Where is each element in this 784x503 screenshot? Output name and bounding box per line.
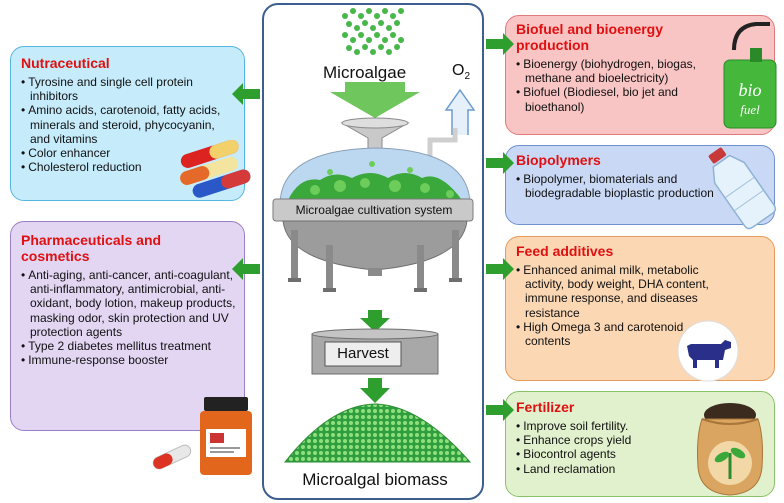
list-item: Biopolymer, biomaterials and biodegradab… bbox=[516, 172, 721, 200]
list-item: Biocontrol agents bbox=[516, 447, 768, 461]
list-item: Type 2 diabetes mellitus treatment bbox=[21, 339, 238, 353]
pill-capsules-icon bbox=[180, 140, 251, 198]
microalgae-label: Microalgae bbox=[323, 63, 407, 82]
fertilizer-title: Fertilizer bbox=[516, 399, 575, 415]
arrow-right-biofuel-icon bbox=[486, 33, 514, 55]
list-item: High Omega 3 and carotenoid contents bbox=[516, 320, 685, 348]
nutraceutical-title: Nutraceutical bbox=[21, 55, 110, 71]
cow-icon bbox=[677, 320, 739, 382]
list-item: Improve soil fertility. bbox=[516, 419, 768, 433]
biopolymers-title: Biopolymers bbox=[516, 152, 601, 168]
list-item: Cholesterol reduction bbox=[21, 160, 238, 174]
list-item: Enhance crops yield bbox=[516, 433, 768, 447]
arrow-right-fertilizer-icon bbox=[486, 399, 514, 421]
svg-text:bio: bio bbox=[738, 80, 761, 100]
harvest-label: Harvest bbox=[337, 345, 389, 362]
fertilizer-sack-icon bbox=[697, 403, 763, 496]
fuel-can-icon: bio fuel bbox=[723, 22, 777, 129]
list-item: Enhanced animal milk, metabolic activity… bbox=[516, 263, 731, 320]
o2-label: O2 bbox=[452, 62, 471, 83]
arrow-left-nutraceutical-icon bbox=[232, 83, 260, 105]
list-item: Bioenergy (biohydrogen, biogas, methane … bbox=[516, 57, 712, 85]
svg-text:fuel: fuel bbox=[740, 102, 760, 117]
arrow-right-feed-icon bbox=[486, 258, 514, 280]
list-item: Immune-response booster bbox=[21, 353, 238, 367]
arrow-right-biopolymers-icon bbox=[486, 152, 514, 174]
list-item: Land reclamation bbox=[516, 462, 768, 476]
medicine-bottle-icon bbox=[152, 397, 252, 475]
list-item: Color enhancer bbox=[21, 146, 238, 160]
list-item: Tyrosine and single cell protein inhibit… bbox=[21, 75, 238, 103]
list-item: Anti-aging, anti-cancer, anti-coagulant,… bbox=[21, 268, 238, 339]
cultivation-system-label: Microalgae cultivation system bbox=[295, 203, 453, 217]
water-bottle-icon bbox=[708, 147, 777, 230]
list-item: Biofuel (Biodiesel, bio jet and bioethan… bbox=[516, 85, 712, 113]
biomass-label: Microalgal biomass bbox=[302, 470, 448, 489]
arrow-left-pharma-icon bbox=[232, 258, 260, 280]
feed-additives-title: Feed additives bbox=[516, 243, 614, 259]
list-item: Amino acids, carotenoid, fatty acids, mi… bbox=[21, 103, 238, 146]
